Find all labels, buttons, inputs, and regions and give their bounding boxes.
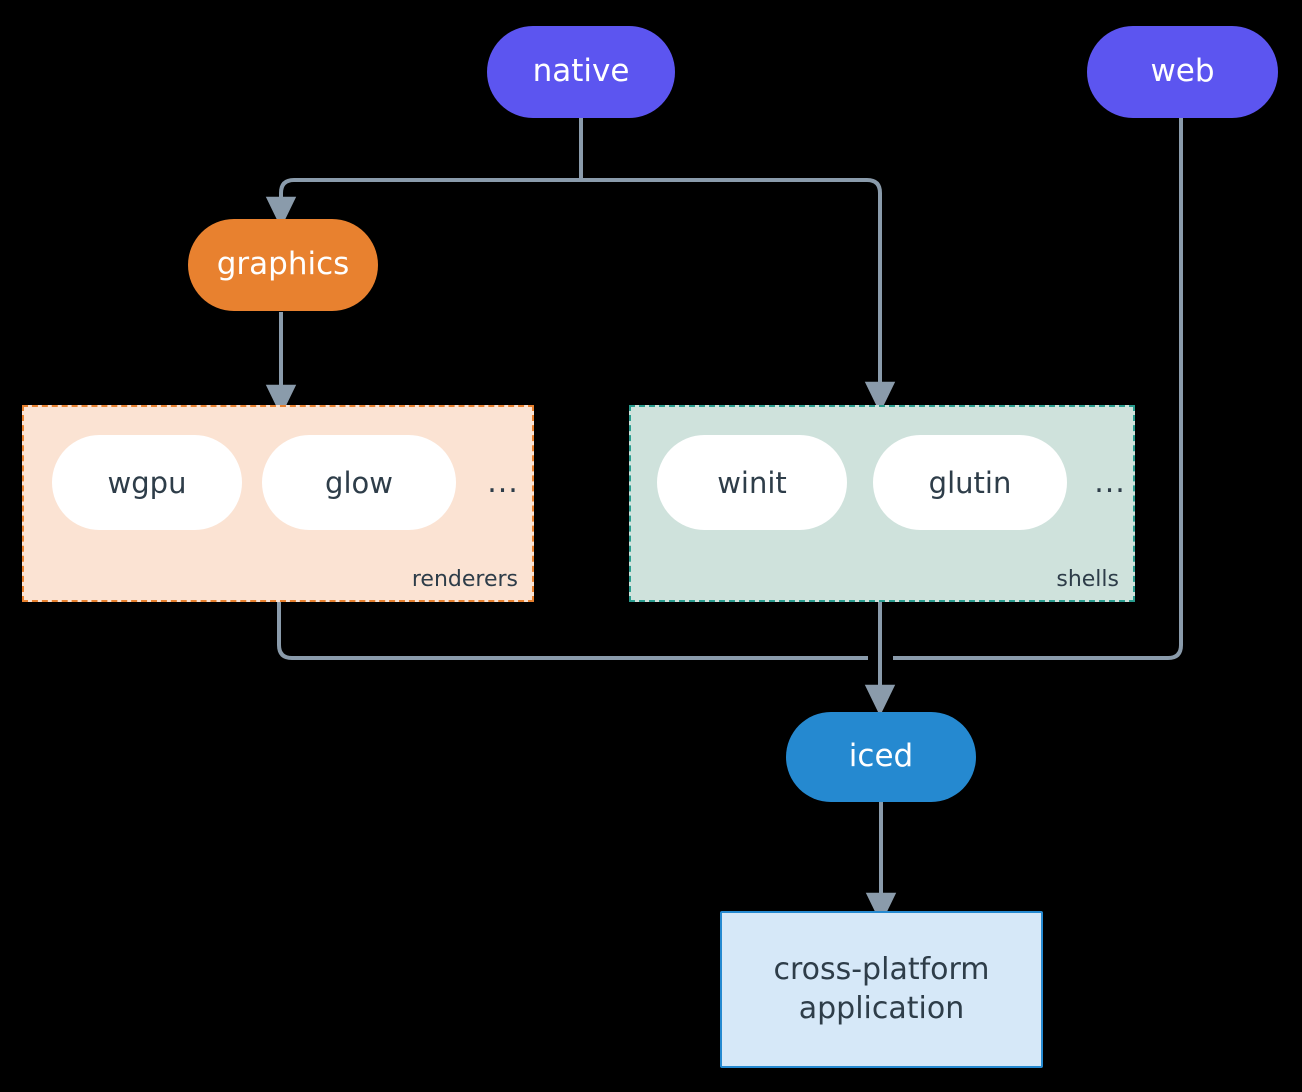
chip-wgpu-label: wgpu [107,465,187,500]
node-iced[interactable]: iced [786,712,976,802]
node-web-label: web [1150,53,1215,90]
node-web[interactable]: web [1087,26,1278,118]
node-iced-label: iced [848,738,914,775]
chip-glutin[interactable]: glutin [873,435,1067,530]
renderers-ellipsis-label: ... [487,464,519,500]
node-native-label: native [532,53,630,90]
edge-native-graphics [265,178,581,229]
chip-glutin-label: glutin [928,465,1012,500]
edge-native-shells [581,178,896,414]
renderers-ellipsis: ... [476,464,530,500]
group-shells: winit glutin ... shells [629,405,1135,602]
node-application-label-line2: application [798,990,965,1026]
chip-winit-label: winit [717,465,787,500]
shells-ellipsis-label: ... [1094,464,1126,500]
node-application[interactable]: cross-platform application [720,911,1043,1068]
group-renderers-label: renderers [411,567,518,592]
group-renderers: wgpu glow ... renderers [22,405,534,602]
node-application-label-line1: cross-platform [773,952,990,988]
chip-winit[interactable]: winit [657,435,847,530]
chip-glow-label: glow [325,465,393,500]
node-graphics-label: graphics [216,246,350,283]
chip-wgpu[interactable]: wgpu [52,435,242,530]
edge-renderers-iced [277,602,868,660]
node-native[interactable]: native [487,26,675,118]
node-graphics[interactable]: graphics [188,219,378,311]
chip-glow[interactable]: glow [262,435,456,530]
shells-ellipsis: ... [1083,464,1137,500]
group-shells-label: shells [1056,567,1119,592]
